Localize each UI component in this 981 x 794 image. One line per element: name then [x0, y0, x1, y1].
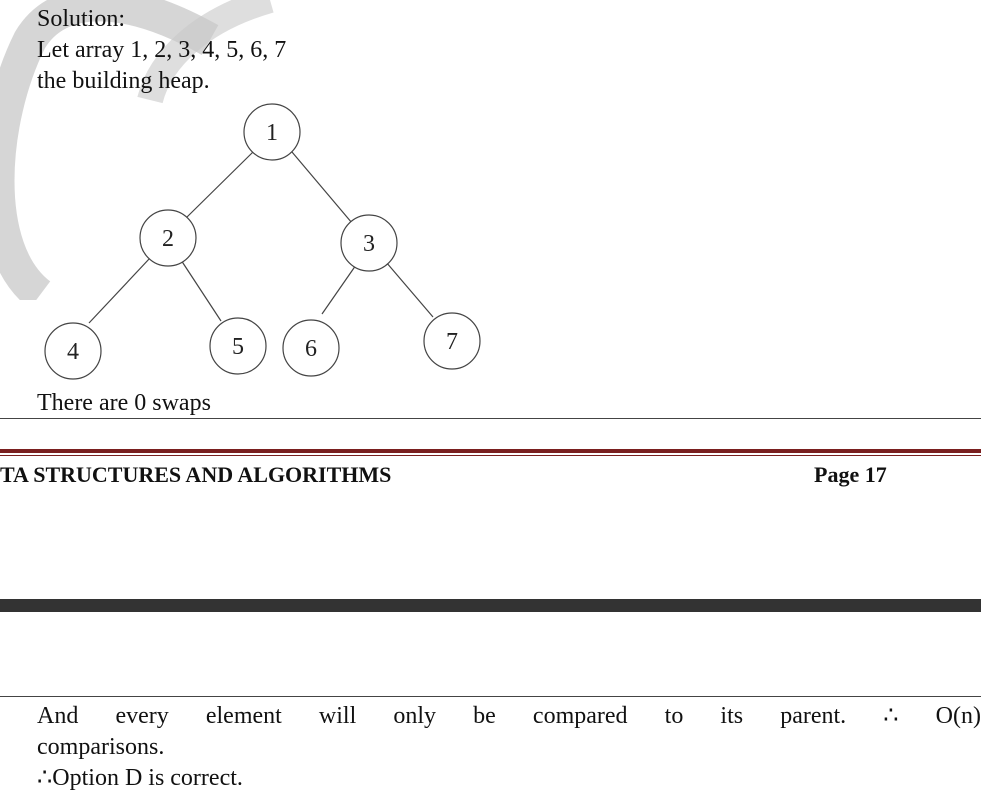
- tree-node-label: 1: [266, 120, 278, 146]
- comparison-statement: And every element will only be compared …: [37, 703, 981, 729]
- comparison-statement-continued: comparisons.: [37, 734, 165, 760]
- edge-1-2: [186, 151, 254, 218]
- tree-node-circle: [282, 319, 340, 377]
- tree-node-circle: [209, 317, 267, 375]
- tree-node-label: 2: [162, 226, 174, 252]
- footer-rule-thick: [0, 449, 981, 453]
- edge-2-5: [180, 259, 222, 322]
- solution-label: Solution:: [37, 6, 126, 32]
- edge-1-3: [291, 151, 353, 224]
- tree-node-label: 3: [363, 231, 375, 257]
- conclusion: ∴Option D is correct.: [37, 765, 243, 791]
- tree-node-circle: [340, 214, 398, 272]
- watermark-swoosh: [0, 0, 274, 300]
- heap-statement: the building heap.: [37, 68, 210, 94]
- page-number: Page 17: [814, 462, 887, 487]
- footer-rule-thin: [0, 455, 981, 456]
- edge-3-7: [385, 261, 434, 318]
- heap-tree-diagram: 1 2 3 4 5 6 7: [44, 103, 481, 380]
- tree-node-circle: [139, 209, 197, 267]
- tree-node-circle: [423, 312, 481, 370]
- section-divider: [0, 696, 981, 697]
- tree-node-label: 4: [67, 339, 79, 365]
- array-statement: Let array 1, 2, 3, 4, 5, 6, 7: [37, 37, 287, 63]
- tree-node-label: 7: [446, 329, 458, 355]
- tree-node-label: 5: [232, 334, 244, 360]
- footer-title: TA STRUCTURES AND ALGORITHMS: [0, 462, 392, 487]
- tree-node-circle: [243, 103, 301, 161]
- swaps-statement: There are 0 swaps: [37, 390, 211, 416]
- edge-2-4: [88, 257, 151, 324]
- edge-3-6: [321, 264, 357, 315]
- section-divider: [0, 418, 981, 419]
- tree-node-label: 6: [305, 336, 317, 362]
- tree-node-circle: [44, 322, 102, 380]
- page-break-band: [0, 599, 981, 612]
